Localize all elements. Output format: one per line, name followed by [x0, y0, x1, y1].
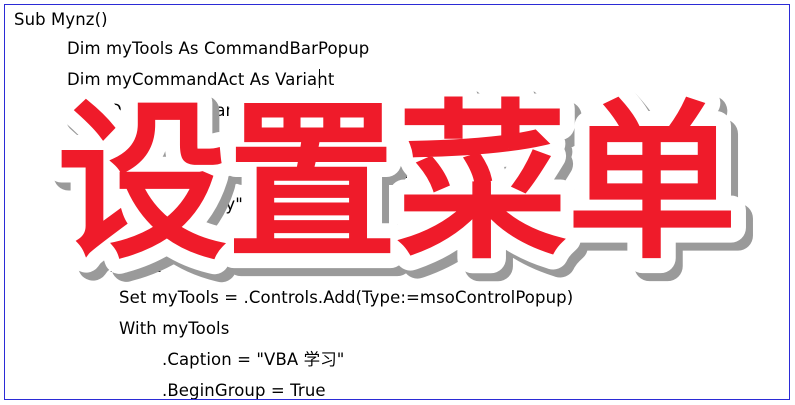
text-cursor: [319, 69, 320, 91]
code-line-7: ("my", "my"): [195, 195, 302, 214]
code-line-12: .Caption = "VBA 学习": [162, 350, 345, 369]
code-line-6: myName = Array("VBA 学习", "1", "…", "解决方案…: [109, 163, 527, 182]
code-line-4: Dim i As Variant: [109, 101, 243, 120]
code-line-9: .Reset: [109, 257, 161, 276]
code-line-11: With myTools: [119, 319, 230, 338]
code-document: Sub Mynz() Dim myTools As CommandBarPopu…: [4, 4, 790, 400]
code-line-3: Dim myCommandAct As Variant: [67, 70, 335, 89]
code-line-13: .BeginGroup = True: [162, 381, 326, 400]
code-line-10: Set myTools = .Controls.Add(Type:=msoCon…: [119, 288, 574, 307]
code-line-1: Sub Mynz(): [14, 10, 108, 29]
code-line-2: Dim myTools As CommandBarPopup: [67, 39, 370, 58]
